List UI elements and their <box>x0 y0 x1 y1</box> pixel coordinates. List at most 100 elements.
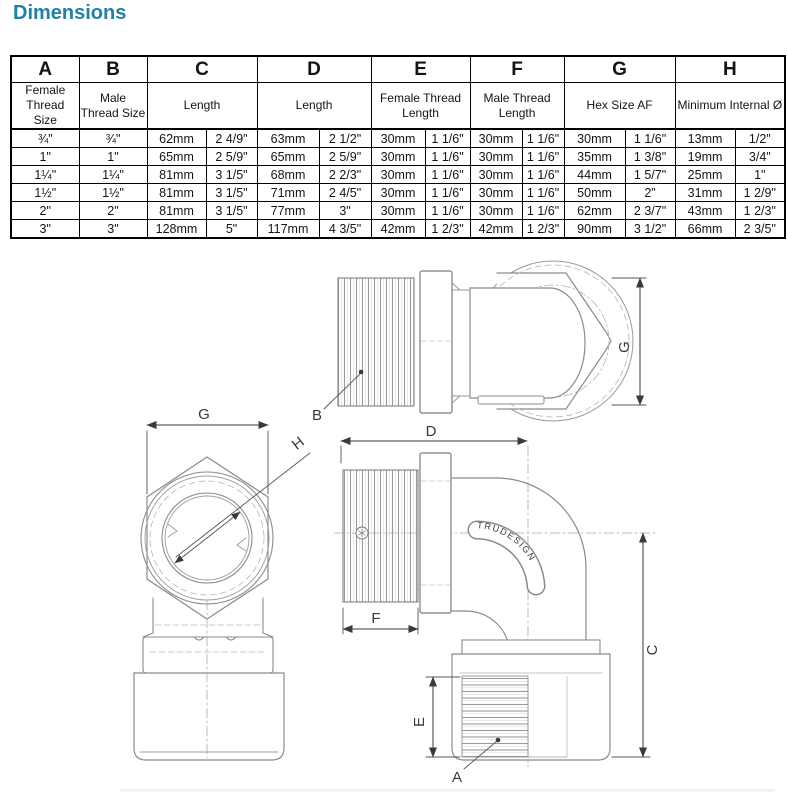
dimensions-table: A B C D E F G H Female Thread Size Male … <box>10 55 787 239</box>
dim-label-g: G <box>616 341 633 353</box>
table-cell: 2 3/7" <box>624 201 676 220</box>
table-cell: 2 2/3" <box>318 165 372 184</box>
table-cell: 13mm <box>674 128 736 148</box>
table-cell: 1 1/6" <box>521 128 565 148</box>
male-thread-hatch <box>337 277 415 407</box>
table-cell: 65mm <box>256 147 320 166</box>
flange-seams <box>420 480 451 586</box>
table-cell: 1 2/3" <box>521 219 565 239</box>
dim-line-h <box>175 452 311 558</box>
col-desc-h: Minimum Internal Ø <box>674 82 786 130</box>
col-letter-c: C <box>146 55 258 83</box>
flange-side <box>419 452 452 614</box>
table-cell: ¾" <box>78 128 148 148</box>
leader-a <box>463 740 498 770</box>
col-desc-d: Length <box>256 82 372 130</box>
ring-inner <box>161 492 253 584</box>
hex-outline <box>496 272 612 410</box>
dim-label-c: C <box>644 644 661 655</box>
table-cell: 71mm <box>256 183 320 202</box>
table-cell: 3" <box>10 219 80 239</box>
hidden-lines <box>149 624 267 653</box>
leader-a-dot <box>495 737 501 743</box>
table-cell: 3/4" <box>734 147 786 166</box>
dim-label-e: E <box>411 717 428 727</box>
dim-arrow-h1 <box>206 511 241 539</box>
table-cell: 30mm <box>370 201 426 220</box>
table-cell: 5" <box>205 219 258 239</box>
table-cell: 90mm <box>563 219 626 239</box>
table-cell: 1 1/6" <box>424 183 471 202</box>
table-cell: 1 1/6" <box>424 128 471 148</box>
table-cell: 43mm <box>674 201 736 220</box>
table-cell: 3 1/5" <box>205 201 258 220</box>
col-letter-g: G <box>563 55 676 83</box>
table-cell: 30mm <box>469 201 523 220</box>
table-cell: 2 5/9" <box>318 147 372 166</box>
page-footer-rule <box>120 789 775 792</box>
neck-lines <box>451 282 471 404</box>
table-cell: 1/2" <box>734 128 786 148</box>
dim-label-h: H <box>289 433 308 453</box>
table-cell: 2 4/9" <box>205 128 258 148</box>
col-letter-a: A <box>10 55 80 83</box>
col-letter-f: F <box>469 55 565 83</box>
col-desc-a: Female Thread Size <box>10 82 80 130</box>
shoulder-block <box>461 639 601 655</box>
table-cell: 3" <box>318 201 372 220</box>
table-cell: 1 2/3" <box>734 201 786 220</box>
female-thread-hatch <box>461 675 529 758</box>
col-letter-b: B <box>78 55 148 83</box>
table-cell: 2 1/2" <box>318 128 372 148</box>
front-view-drawing: G H <box>133 406 311 761</box>
table-cell: 1 1/6" <box>521 183 565 202</box>
table-cell: 1½" <box>10 183 80 202</box>
neck <box>142 597 274 638</box>
table-cell: 65mm <box>146 147 207 166</box>
mold-mark-glyph <box>358 528 366 538</box>
dim-label-g2: G <box>198 406 210 423</box>
table-cell: 19mm <box>674 147 736 166</box>
top-view-drawing: G B <box>312 260 647 424</box>
table-cell: 1 2/9" <box>734 183 786 202</box>
bottom-block <box>133 672 285 761</box>
table-cell: 30mm <box>370 165 426 184</box>
table-cell: 35mm <box>563 147 626 166</box>
bore-circle <box>164 495 250 581</box>
dim-label-d: D <box>426 423 437 440</box>
dim-label-b: B <box>312 407 322 424</box>
table-cell: 1¼" <box>78 165 148 184</box>
bottom-lip <box>477 395 545 405</box>
table-cell: 66mm <box>674 219 736 239</box>
col-desc-c: Length <box>146 82 258 130</box>
col-desc-f: Male Thread Length <box>469 82 565 130</box>
table-cell: 1 1/6" <box>521 201 565 220</box>
table-cell: 1 1/6" <box>424 201 471 220</box>
table-cell: 62mm <box>563 201 626 220</box>
table-cell: 31mm <box>674 183 736 202</box>
flange <box>419 270 453 414</box>
table-cell: 1 1/6" <box>521 147 565 166</box>
leader-b-dot <box>358 369 364 375</box>
table-cell: 3 1/5" <box>205 165 258 184</box>
table-cell: 2" <box>10 201 80 220</box>
dim-label-a: A <box>452 769 462 786</box>
page-title: Dimensions <box>13 2 127 24</box>
leader-b <box>323 372 362 410</box>
elbow-top-body <box>469 287 586 399</box>
table-cell: 117mm <box>256 219 320 239</box>
table-cell: 62mm <box>146 128 207 148</box>
table-cell: 30mm <box>370 183 426 202</box>
dim-ext-g-front <box>146 430 269 495</box>
table-cell: 1 2/3" <box>424 219 471 239</box>
header-letter-row: A B C D E F G H <box>10 55 786 83</box>
table-cell: 77mm <box>256 201 320 220</box>
body-fill <box>451 478 586 652</box>
table-cell: 30mm <box>469 128 523 148</box>
